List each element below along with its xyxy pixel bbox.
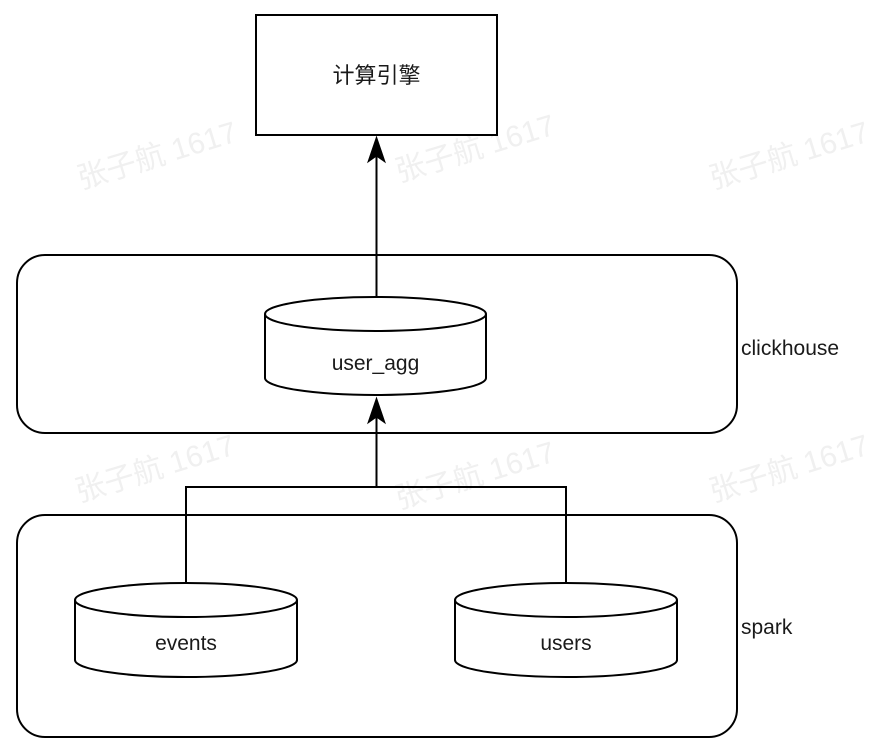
- edge-useragg-to-engine: [367, 135, 386, 310]
- users-label: users: [540, 632, 591, 655]
- compute-engine-shape: [255, 14, 498, 136]
- events-cylinder: events: [74, 582, 298, 678]
- watermark-text: 张子航 1617: [705, 116, 869, 196]
- compute-engine-label: 计算引擎: [332, 63, 420, 88]
- spark-container-label: spark: [741, 616, 793, 639]
- cylinder-shape: [454, 582, 678, 678]
- edge-branch-lines: [185, 486, 567, 600]
- users-cylinder: users: [454, 582, 678, 678]
- cylinder-lid-arc: [454, 599, 678, 618]
- watermark-text: 张子航 1617: [705, 429, 869, 509]
- arrowhead-up-icon: [367, 135, 386, 164]
- events-label: events: [155, 632, 217, 655]
- cylinder-shape: [74, 582, 298, 678]
- arrowhead-up-icon: [367, 396, 386, 425]
- cylinder-shape: [264, 296, 487, 396]
- edge-spark-to-useragg: [185, 396, 567, 600]
- watermark-text: 张子航 1617: [71, 429, 239, 509]
- watermark-text: 张子航 1617: [73, 116, 241, 196]
- watermark-text: 张子航 1617: [391, 436, 559, 516]
- spark-container-shape: [16, 514, 738, 738]
- cylinder-lid-arc: [74, 599, 298, 618]
- compute-engine-node: 计算引擎: [255, 14, 498, 136]
- clickhouse-container-label: clickhouse: [741, 337, 839, 360]
- cylinder-lid-arc: [264, 313, 487, 332]
- spark-container: spark: [16, 514, 793, 738]
- user-agg-label: user_agg: [332, 352, 420, 375]
- user-agg-cylinder: user_agg: [264, 296, 487, 396]
